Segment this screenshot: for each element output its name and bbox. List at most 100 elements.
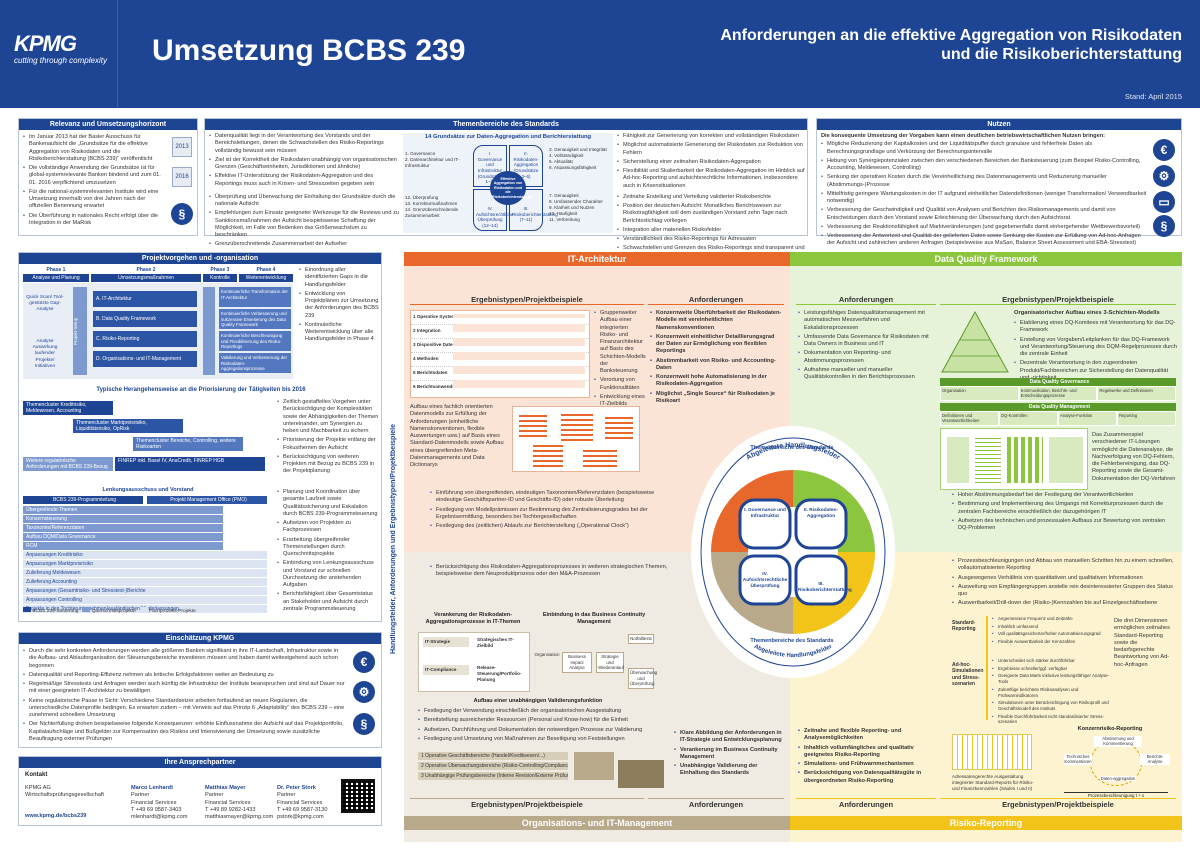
ring-q3: III. Risikoberichterstattung [798, 582, 852, 593]
list-item: Mögliche Reduzierung der Kapitalkosten u… [821, 141, 1147, 156]
themen-left-list: Datenqualität liegt in der Verantwortung… [209, 133, 399, 251]
list-item: Für die national-systemrelevanten Instit… [23, 189, 165, 211]
org-t3: Aufbau einer unabhängigen Validierungsfu… [473, 698, 603, 704]
list-item: Dokumentation von Reporting- und Abstimm… [798, 350, 934, 365]
contact-mail[interactable]: pstork@kpmg.com [277, 814, 324, 821]
vertical-strip: Handlungsfelder, Anforderungen und Ergeb… [390, 252, 404, 826]
pyramid-icon [941, 310, 1009, 373]
it-ergebnis-title: Ergebnistypen/Projektbeispiele [410, 294, 644, 305]
relevanz-list: Im Januar 2013 hat der Basler Ausschuss … [19, 130, 197, 227]
phase-name: Umsetzungsmaßnahmen [91, 274, 201, 282]
box-risiko-reporting: C. Risiko-Reporting [93, 331, 197, 347]
projekt-title: Projektvorgehen und -organisation [19, 253, 381, 264]
steering-notes: Planung und Koordination über gesamte La… [277, 489, 379, 615]
list-item: 8. Umfassender Charakter [549, 198, 603, 204]
tool-box [947, 437, 969, 483]
phase4-item: Kontinuierliche Transformation der IT-Ar… [219, 287, 291, 307]
list-item: Berichtsfähigkeit über Gesamtstatus an S… [277, 591, 379, 613]
gov-cell: Regelwerke und Definitionen [1097, 386, 1177, 401]
list-item: Die Überführung in nationales Recht erfo… [23, 213, 165, 228]
cycle-step: Berichts-Analyse [1140, 754, 1170, 765]
vertical-title: Handlungsfelder, Anforderungen und Ergeb… [390, 424, 397, 654]
list-item: Voll qualitätsgesicherter/hoher Automati… [992, 631, 1110, 637]
grundsaetze-list-right-bottom: 7. Genauigkeit 8. Umfassender Charakter … [549, 193, 611, 223]
contact-phone: T +49 89 9282-1433 [205, 806, 256, 813]
report-thumbnails [952, 734, 1032, 770]
list-item: Abstimmbarkeit von Risiko- und Accountin… [650, 358, 784, 373]
contact-person: Matthias Mayer Partner Financial Service… [205, 785, 275, 821]
list-item: Priorisierung der Projekte entlang der F… [277, 437, 379, 452]
bcm-step: Organisation [534, 652, 560, 657]
list-item: Hebung von Synergiepotenzialen zwischen … [821, 158, 1147, 173]
web-link[interactable]: www.kpmg.de/bcbs239 [25, 813, 87, 819]
org-anf-list: Klare Abbildung der Anforderungen in IT-… [674, 730, 786, 780]
grundsaetze-diagram: 14 Grundsätze zur Daten-Aggregation und … [403, 133, 613, 233]
list-item: Konzernweit hohe Automatisierung in der … [650, 374, 784, 389]
workstream-bar: Anpassungen Marktpreisrisiko [23, 560, 267, 568]
center-quad-3 [738, 554, 792, 606]
left-label: Quick Scan/ Tool-gestützte Gap-Analyse [26, 295, 64, 313]
calendar-icon: 2016 [172, 167, 192, 187]
cycle-step: Abstimmung und Kommentierung [1094, 736, 1142, 747]
rr-anf-title: Anforderungen [796, 798, 936, 809]
dq-pyramid [940, 310, 1010, 374]
list-item: Datenqualität liegt in der Verantwortung… [209, 133, 399, 155]
strat-box: Release-Steuerung/Portfolio-Planung [477, 665, 522, 682]
validation-box [574, 752, 614, 780]
dq-lower-list: Hoher Abstimmungsbedarf bei der Festlegu… [952, 492, 1172, 534]
dq-ergebnis-title: Ergebnistypen/Projektbeispiele [940, 294, 1176, 305]
list-item: Festlegung und Umsetzung von Maßnahmen z… [418, 736, 658, 744]
list-item: 10. Häufigkeit [549, 210, 578, 216]
gov-cell: Kommunikation, Berichts- und Entscheidun… [1018, 386, 1098, 401]
list-item: Ausgewogenes Verhältnis von quantitative… [952, 575, 1176, 583]
list-item: 7. Genauigkeit [549, 193, 579, 198]
adhoc-items: Unterscheidet sich stärker durchführbar … [992, 658, 1110, 727]
einschaetzung-list: Durch die sehr konkreten Anforderungen w… [19, 644, 381, 743]
mgmt-cell: Analyse-Funktion [1058, 410, 1117, 426]
list-item: Mittelfristig geringere Wartungskosten i… [821, 191, 1147, 206]
nutzen-title: Nutzen [817, 119, 1181, 130]
contact-dept: Financial Services [131, 799, 177, 806]
cycle: Abstimmung und Kommentierung Berichts-An… [1064, 736, 1170, 794]
legend-item: BCBS 239-Steuerung [32, 609, 79, 614]
phase-label: Phase 2 [136, 267, 156, 273]
datamodel-diagram [512, 406, 640, 472]
list-item: Berücksichtigung von Datenqualitätsgüte … [798, 770, 938, 785]
contact-mail[interactable]: mlenhardt@kpmg.com [131, 814, 188, 821]
contact-name: Matthias Mayer [205, 785, 246, 791]
contact-name: Dr. Peter Stork [277, 785, 316, 791]
list-item: Die vollständige Anwendung der Grundsätz… [23, 165, 165, 187]
list-item: Möglichst „Single Source“ für Risikodate… [650, 391, 784, 406]
list-item: Entwicklung eines IT-Zielbilds [594, 394, 646, 409]
list-item: Klare Abbildung der Anforderungen in IT-… [674, 730, 786, 745]
list-item: Senkung der operativen Kosten durch die … [821, 174, 1147, 189]
quadrant-diagram: I. Governance und Infrastruktur (Grundsä… [473, 145, 558, 231]
rr-reporting-diagram: Standard-Reporting Angemessene Frequenz … [952, 616, 1178, 724]
list-item: Festlegung von Modellprämissen zur Besti… [430, 507, 680, 522]
legend-item: Querschnittsprojekte [91, 609, 136, 614]
contact-mail[interactable]: matthiasmayer@kpmg.com [205, 814, 274, 821]
cycle-axis: Prozessbeschleunigung t + x [1064, 792, 1168, 799]
phase-label: Phase 1 [46, 267, 66, 273]
phase-header: Phase 1 Phase 2 Phase 3 Phase 4 Analyse … [23, 267, 293, 282]
list-item: Aufsetzen von Projekten zu Fachprozessen [277, 520, 379, 535]
cluster-bar: Themencluster Kreditrisiko, Meldewesen, … [23, 401, 113, 415]
list-item: Flexibilität und Skalierbarkeit der Risi… [617, 168, 805, 190]
list-item: Sicherstellung einer zeitnahen Risikodat… [617, 159, 805, 167]
list-item: 3. Genauigkeit und Integrität [549, 147, 607, 152]
list-item: Leistungsfähiges Datenqualitätsmanagemen… [798, 310, 934, 332]
dq-tool-note: Das Zusammenspiel verschiedener IT-Lösun… [1092, 432, 1176, 482]
legend-item: Fachprozess-Projekte [149, 609, 196, 614]
paragraph-icon: § [1153, 215, 1175, 237]
list-item: Keine regulatorische Pause in Sicht: Ver… [23, 698, 345, 720]
std-items: Angemessene Frequenz und Zeitnähe Inhalt… [992, 616, 1110, 647]
page-subtitle: Anforderungen an die effektive Aggregati… [662, 26, 1182, 64]
contacts-title: Ihre Ansprechpartner [19, 757, 381, 768]
it-datamodel-text: Aufbau eines fachlich orientierten Daten… [410, 404, 504, 469]
divider [986, 616, 988, 720]
cluster-title: Typische Herangehensweise an die Prioris… [96, 387, 306, 393]
list-item: 14. Grenzüberschreitende Zusammenarbeit [405, 206, 459, 218]
datamodel-table [519, 413, 547, 437]
grundsaetze-list-left-bottom: 12. Überprüfung 13. Korrekturmaßnahmen 1… [405, 195, 469, 219]
box-dq-framework: B. Data Quality Framework [93, 311, 197, 327]
